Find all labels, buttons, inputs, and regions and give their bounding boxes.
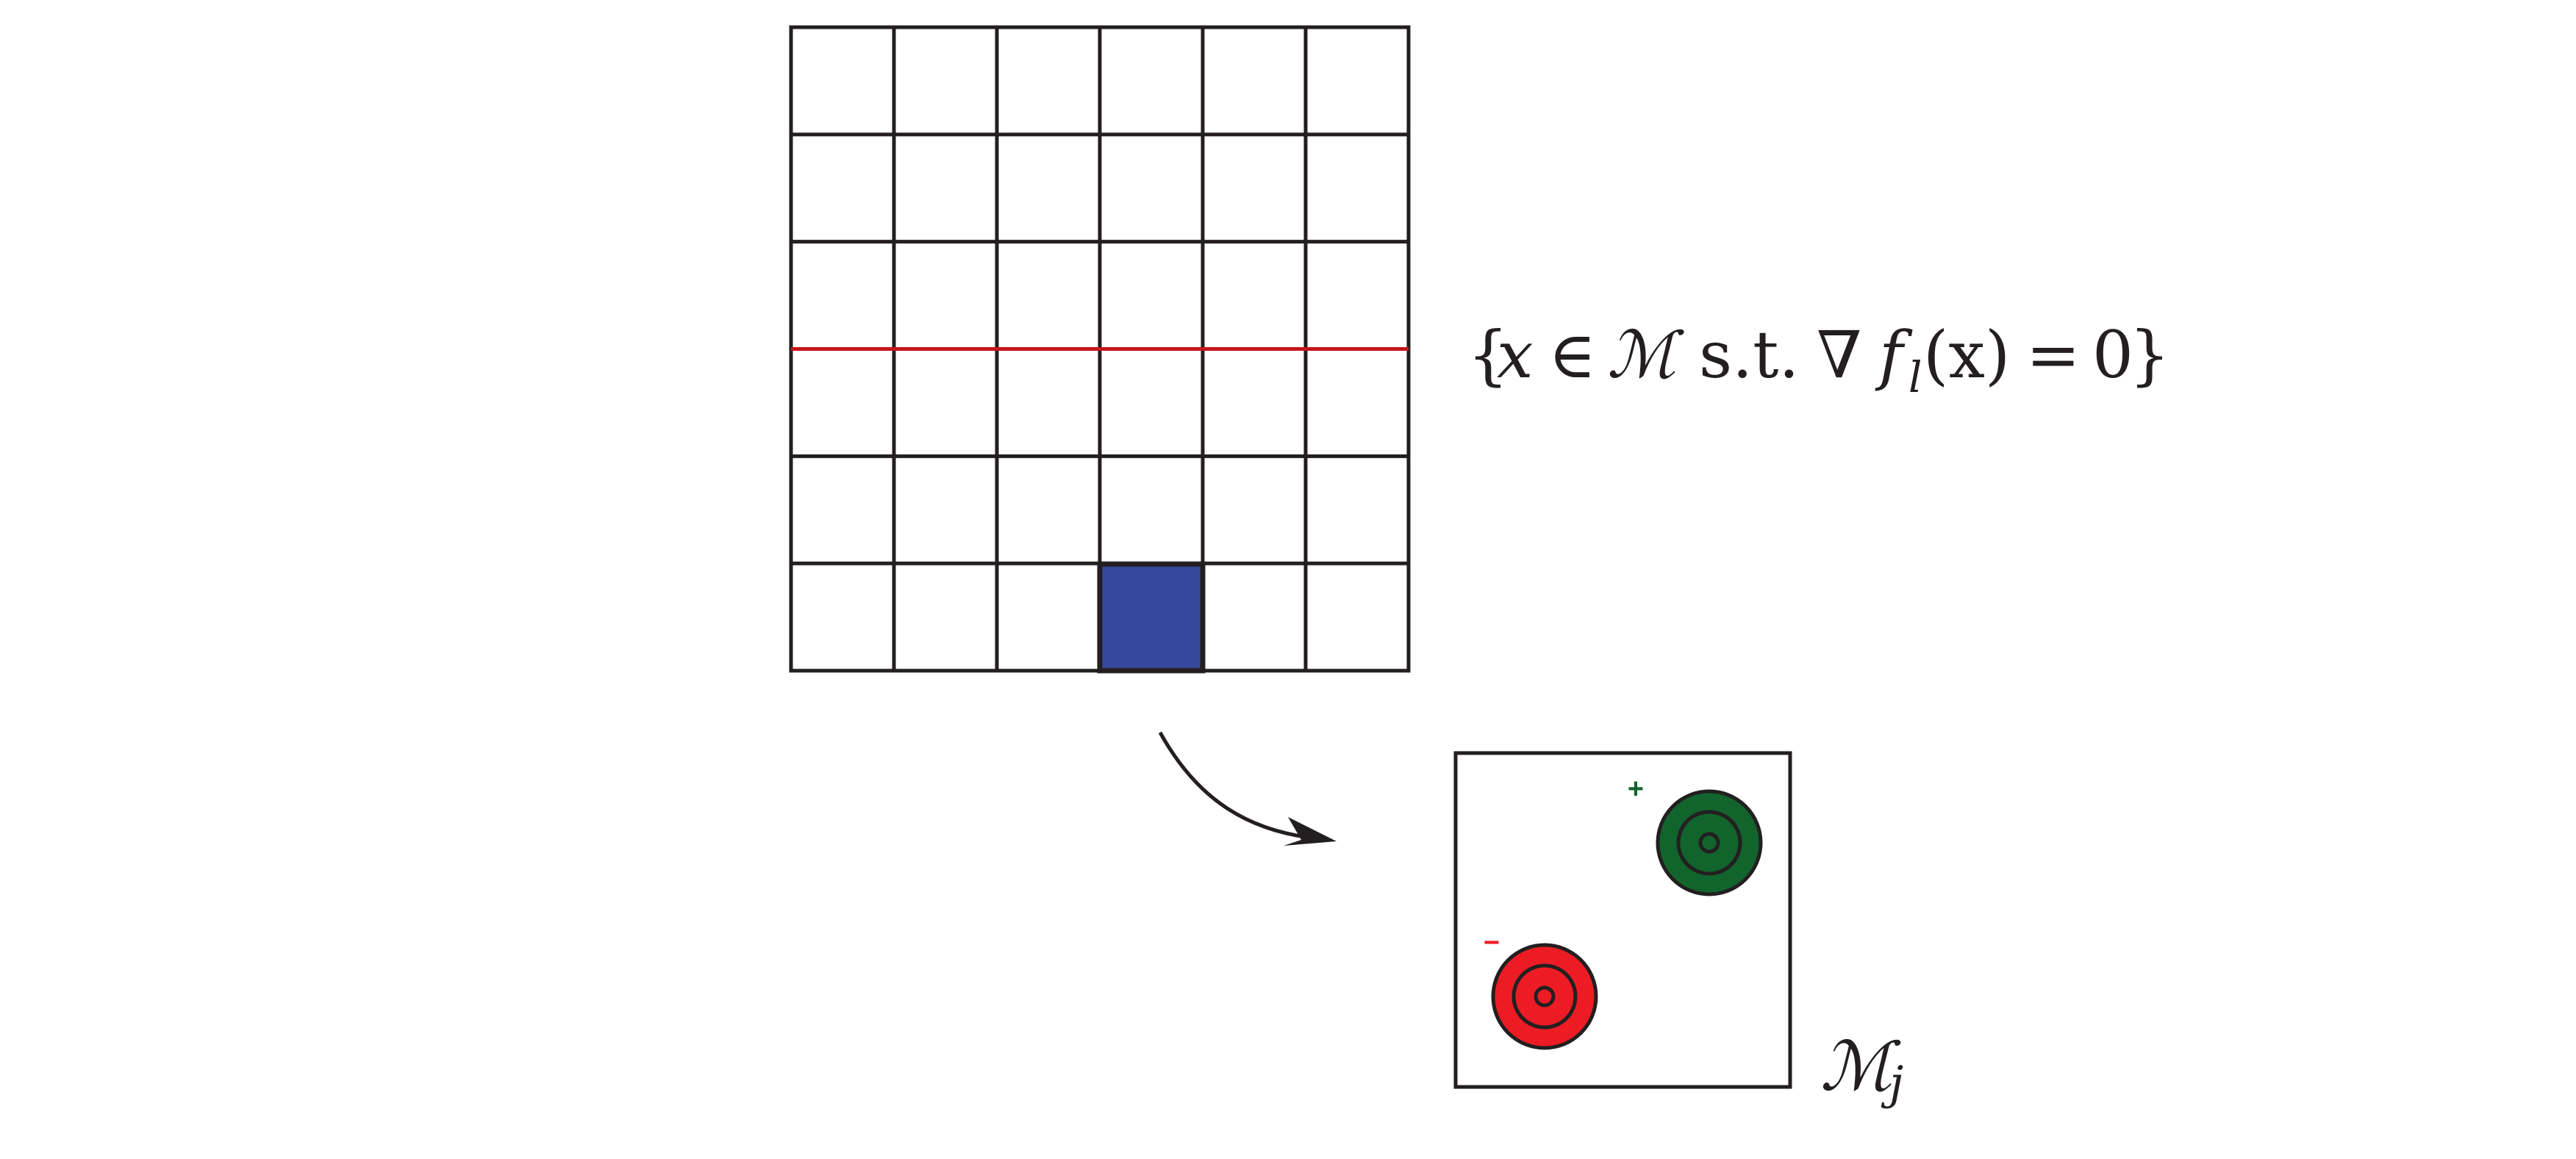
grid bbox=[789, 25, 1411, 674]
manifold-label-symbol: ℳ bbox=[1820, 1027, 1901, 1106]
equation-arg: (x) bbox=[1923, 317, 2010, 393]
plus-sign: + bbox=[1628, 774, 1644, 805]
equation-elem-of: ∈ bbox=[1548, 317, 1596, 393]
equation-func: f bbox=[1875, 317, 1913, 393]
zoom-arrow bbox=[1158, 731, 1337, 846]
equation-such-that: s.t. bbox=[1699, 317, 1799, 393]
equation-zero: 0 bbox=[2092, 317, 2133, 393]
highlighted-grid-cell bbox=[1100, 563, 1203, 671]
equation-manifold: ℳ bbox=[1607, 317, 1684, 393]
equation-open-brace: { bbox=[1467, 317, 1509, 393]
equation-var-x: x bbox=[1497, 317, 1534, 393]
equation-func-sub: l bbox=[1908, 352, 1922, 402]
manifold-label: ℳ j bbox=[1820, 1027, 1903, 1110]
red-extremum bbox=[1491, 943, 1598, 1050]
equation-close-brace: } bbox=[2129, 317, 2170, 393]
equation-nabla: ∇ bbox=[1817, 317, 1861, 393]
highlighted-cell-border bbox=[1097, 561, 1206, 674]
detail-box: + − bbox=[1453, 751, 1792, 1089]
minus-sign: − bbox=[1484, 927, 1500, 958]
green-extremum bbox=[1656, 789, 1763, 896]
critical-set-equation: { x ∈ ℳ s.t. ∇ f l (x) = 0 } bbox=[1467, 317, 2170, 402]
equation-equals: = bbox=[2026, 317, 2081, 393]
detail-box-frame bbox=[1453, 751, 1792, 1089]
